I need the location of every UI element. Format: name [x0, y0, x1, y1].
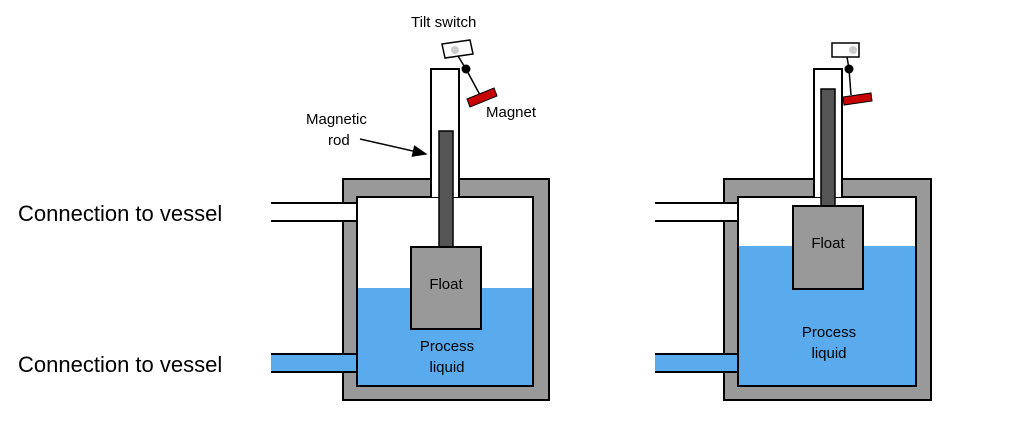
float-label-left: Float	[429, 276, 463, 293]
magnetic-rod-arrow	[359, 138, 428, 157]
tilt-switch-label: Tilt switch	[411, 14, 476, 31]
left-tilt-switch	[441, 39, 498, 108]
process-liquid-right-line1: Process	[802, 324, 856, 341]
left-device	[271, 39, 550, 401]
float-label-right: Float	[811, 235, 845, 252]
right-pipe-bottom	[655, 354, 740, 372]
left-float	[410, 246, 482, 330]
left-magnet	[466, 87, 498, 108]
right-magnetic-rod	[820, 88, 836, 208]
right-pipe-top	[655, 203, 740, 221]
magnetic-rod-label-line1: Magnetic	[306, 111, 367, 128]
magnet-label: Magnet	[486, 104, 537, 121]
process-liquid-left-line1: Process	[420, 338, 474, 355]
left-magnetic-rod	[438, 130, 454, 249]
left-pipe-top	[271, 203, 359, 221]
right-magnet	[842, 92, 873, 106]
left-pipe-bottom	[271, 354, 359, 372]
magnetic-rod-label-line2: rod	[328, 132, 350, 149]
right-device	[655, 42, 932, 401]
right-float	[792, 205, 864, 290]
process-liquid-right-line2: liquid	[811, 345, 846, 362]
process-liquid-left-line2: liquid	[429, 359, 464, 376]
connection-top-label: Connection to vessel	[18, 201, 222, 226]
right-tilt-switch	[831, 42, 873, 106]
connection-bottom-label: Connection to vessel	[18, 352, 222, 377]
